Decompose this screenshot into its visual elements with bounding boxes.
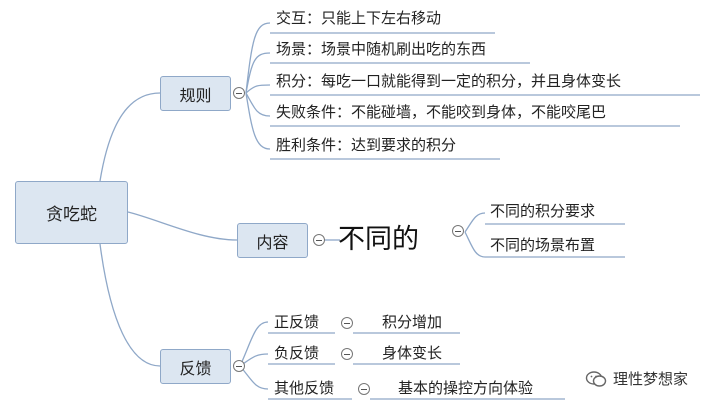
collapse-icon[interactable] [233,87,245,99]
branch-content[interactable]: 内容 [237,223,308,258]
branch-rules[interactable]: 规则 [160,76,231,111]
collapse-icon[interactable] [313,234,325,246]
root-label: 贪吃蛇 [46,205,97,225]
watermark-text: 理性梦想家 [613,370,689,388]
link-rules-2 [245,84,271,94]
link-content-0 [464,212,486,233]
link-rules-3 [245,92,271,117]
link-root-content [127,211,238,241]
content-item-1: 不同的场景布置 [490,236,596,254]
feedback-item-2-label: 其他反馈 [274,379,335,397]
link-rules-1 [245,52,271,94]
link-rules-4 [245,92,271,150]
collapse-icon[interactable] [341,317,353,329]
wechat-icon [585,370,607,387]
branch-feedback[interactable]: 反馈 [160,349,231,384]
content-sub-label: 不同的 [338,224,419,255]
rules-item-4: 胜利条件：达到要求的积分 [276,136,457,154]
root-node[interactable]: 贪吃蛇 [15,181,128,244]
content-item-0: 不同的积分要求 [490,202,596,220]
link-feedback-2 [239,365,269,390]
collapse-icon[interactable] [233,360,245,372]
feedback-item-1-label: 负反馈 [274,344,320,362]
link-root-rules [99,92,161,182]
watermark: 理性梦想家 [585,368,688,389]
feedback-item-1-detail: 身体变长 [382,344,443,362]
feedback-item-0-label: 正反馈 [274,313,320,331]
branch-feedback-label: 反馈 [179,358,212,378]
link-content-1 [464,231,486,258]
branch-content-label: 内容 [256,232,289,252]
link-feedback-0 [239,321,269,367]
collapse-icon[interactable] [358,383,370,395]
feedback-item-2-detail: 基本的操控方向体验 [398,379,534,397]
rules-item-1: 场景：场景中随机刷出吃的东西 [276,40,487,58]
collapse-icon[interactable] [452,225,464,237]
feedback-item-0-detail: 积分增加 [382,313,443,331]
branch-rules-label: 规则 [179,85,212,105]
collapse-icon[interactable] [341,348,353,360]
rules-item-3: 失败条件：不能碰墙，不能咬到身体，不能咬尾巴 [276,103,607,121]
link-root-feedback [99,243,161,367]
rules-item-0: 交互：只能上下左右移动 [276,9,442,27]
rules-item-2: 积分：每吃一口就能得到一定的积分，并且身体变长 [276,72,622,90]
link-rules-0 [245,22,271,94]
